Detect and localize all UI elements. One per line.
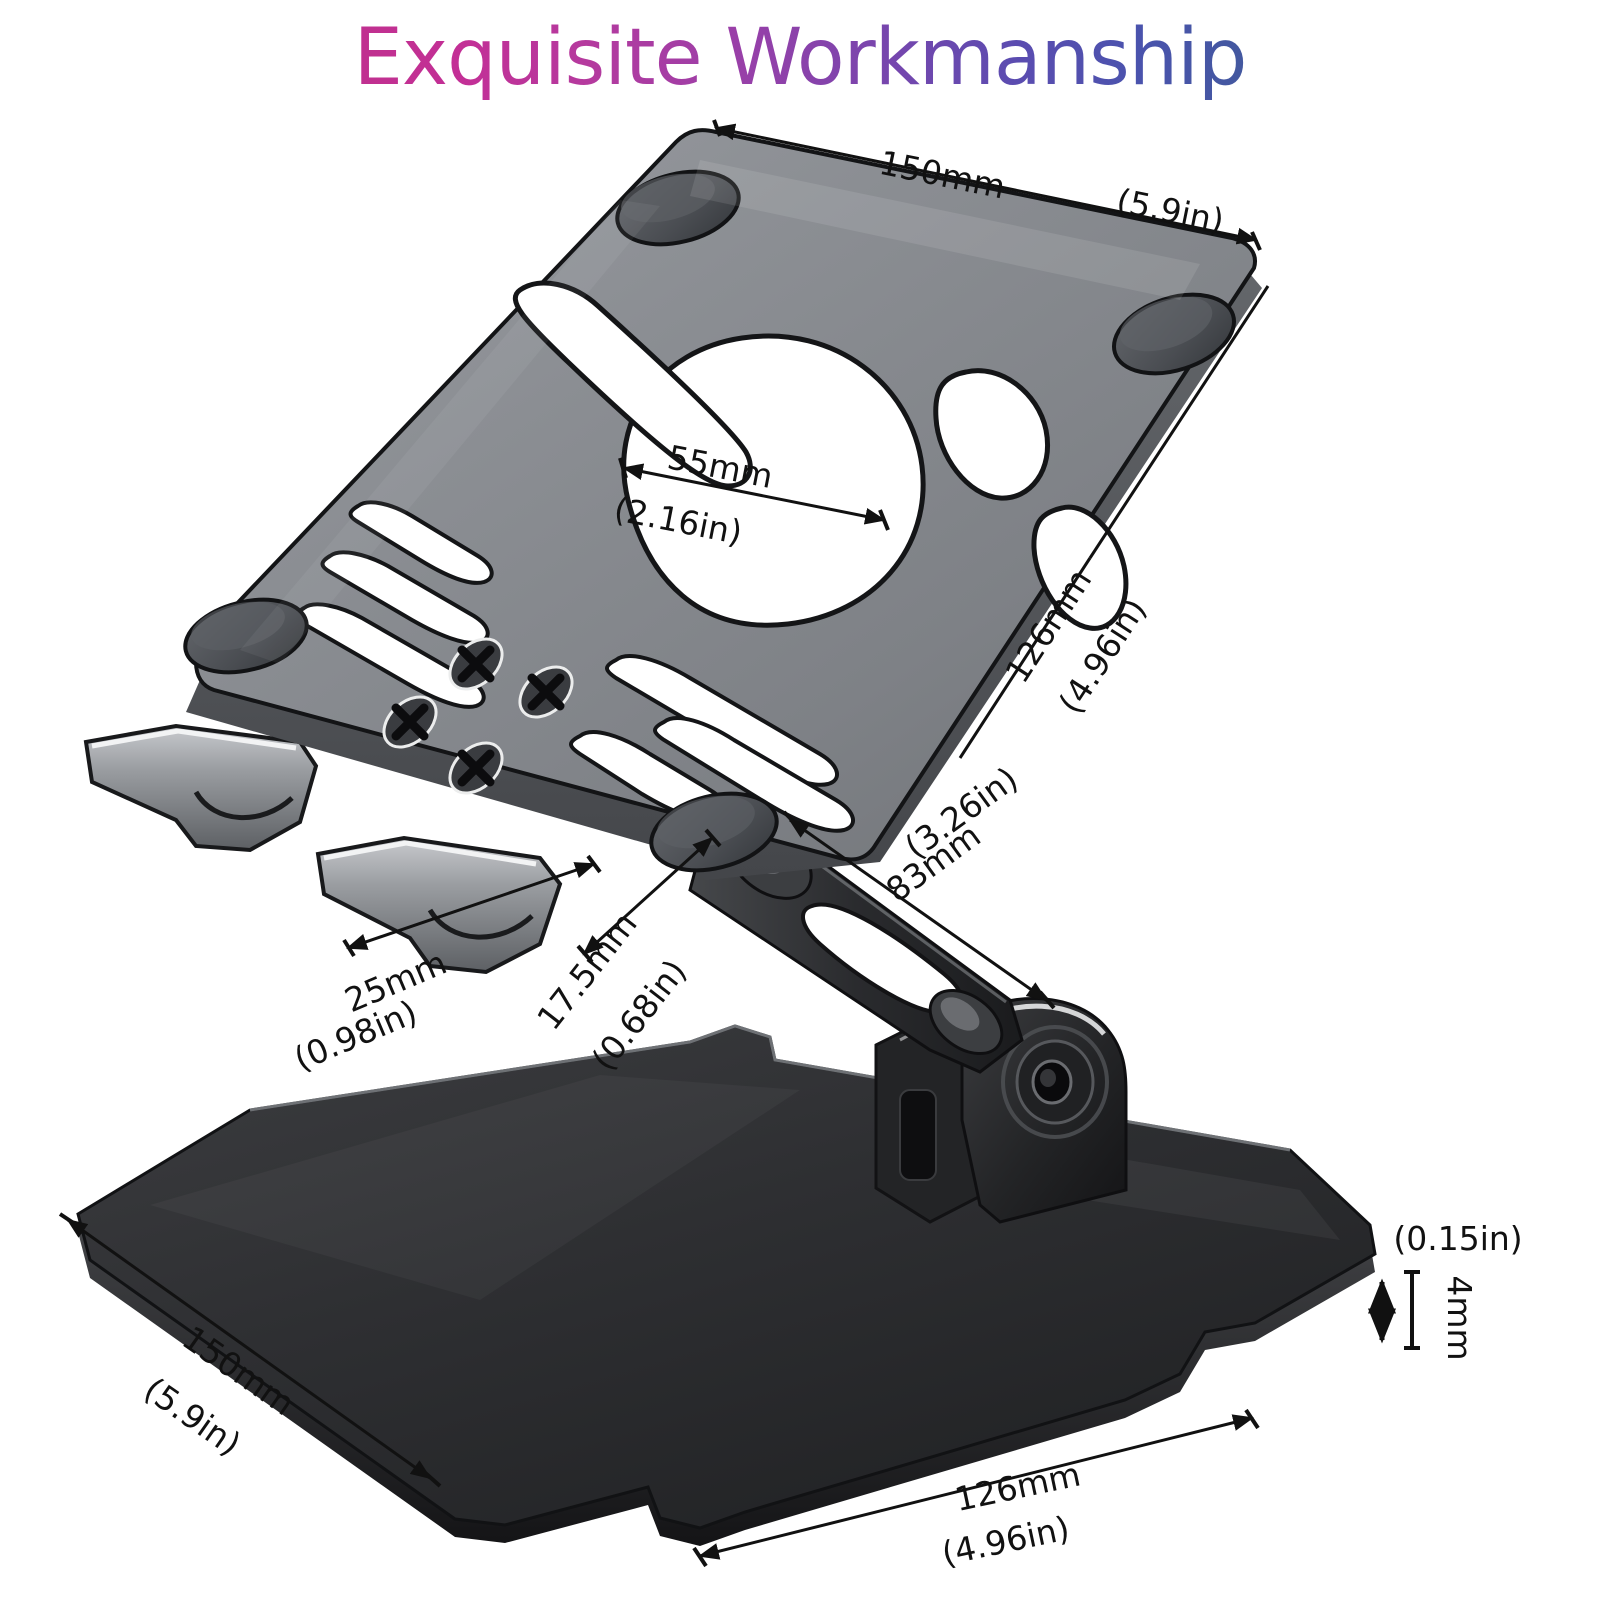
dim-label-base-thickness-in: (0.15in) bbox=[1393, 1219, 1522, 1258]
right-vent-slots bbox=[569, 654, 855, 833]
left-vent-slots bbox=[294, 500, 494, 709]
phillips-screws bbox=[382, 637, 574, 795]
base-plate bbox=[76, 1024, 1377, 1546]
screw-icon bbox=[448, 741, 504, 795]
dim-base-thickness: (0.15in) 4mm bbox=[1368, 1219, 1523, 1361]
screw-icon bbox=[518, 665, 574, 719]
dim-label-base-thickness-mm: 4mm bbox=[1440, 1275, 1479, 1360]
screw-icon bbox=[382, 695, 438, 749]
screw-icon bbox=[448, 637, 504, 691]
rubber-pads bbox=[183, 169, 1237, 873]
top-plate bbox=[183, 128, 1262, 880]
support-lip-left bbox=[83, 723, 319, 853]
hinge-assembly bbox=[874, 997, 1128, 1224]
